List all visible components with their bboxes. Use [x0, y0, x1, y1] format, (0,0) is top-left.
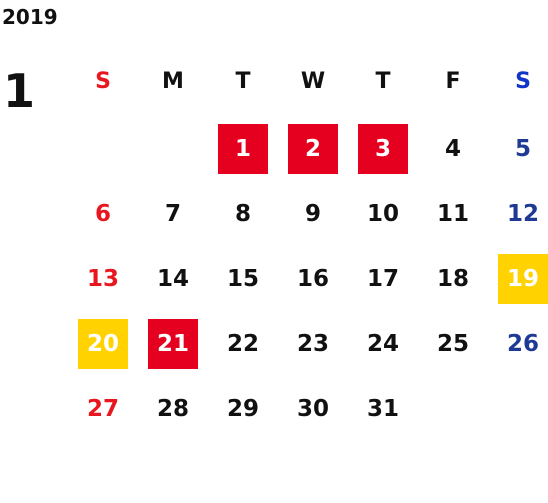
year-label: 2019 [2, 5, 58, 29]
day-cell: 8 [208, 181, 278, 246]
week-row: 13 14 15 16 17 18 19 [68, 246, 548, 311]
day-number: 28 [156, 395, 189, 422]
day-cell: 9 [278, 181, 348, 246]
day-number: 7 [164, 200, 181, 227]
day-cell: 25 [418, 311, 488, 376]
day-number: 26 [506, 330, 539, 357]
day-cell: 5 [488, 116, 548, 181]
weekday-header-monday: M [162, 68, 184, 94]
calendar-grid: S M T W T F S 1 2 3 4 5 6 7 8 [68, 46, 548, 441]
day-cell: 31 [348, 376, 418, 441]
day-cell: 29 [208, 376, 278, 441]
day-cell: 12 [488, 181, 548, 246]
day-number: 1 [218, 123, 268, 174]
day-number: 24 [366, 330, 399, 357]
day-cell: 30 [278, 376, 348, 441]
week-row: 6 7 8 9 10 11 12 [68, 181, 548, 246]
day-number: 21 [148, 318, 198, 369]
weekday-header-friday: F [445, 68, 461, 94]
weekday-header-wednesday: W [300, 68, 326, 94]
weekday-header-sunday: S [95, 68, 111, 94]
day-number: 17 [366, 265, 399, 292]
day-cell: 17 [348, 246, 418, 311]
day-number: 8 [234, 200, 251, 227]
day-cell: 1 [208, 116, 278, 181]
day-cell [488, 376, 548, 441]
day-cell: 20 [68, 311, 138, 376]
day-cell: 24 [348, 311, 418, 376]
day-cell: 23 [278, 311, 348, 376]
day-cell: 11 [418, 181, 488, 246]
day-cell: 19 [488, 246, 548, 311]
month-number: 1 [3, 64, 36, 118]
day-number: 12 [506, 200, 539, 227]
day-number: 2 [288, 123, 338, 174]
day-number [498, 384, 548, 434]
day-number: 10 [366, 200, 399, 227]
day-cell: 4 [418, 116, 488, 181]
week-row: 27 28 29 30 31 [68, 376, 548, 441]
weekday-header-thursday: T [375, 68, 391, 94]
day-number: 22 [226, 330, 259, 357]
day-cell: 16 [278, 246, 348, 311]
day-cell: 14 [138, 246, 208, 311]
day-cell: 6 [68, 181, 138, 246]
day-number: 3 [358, 123, 408, 174]
day-number: 25 [436, 330, 469, 357]
day-cell: 13 [68, 246, 138, 311]
day-number: 30 [296, 395, 329, 422]
day-number: 27 [86, 395, 119, 422]
day-number: 29 [226, 395, 259, 422]
day-cell: 18 [418, 246, 488, 311]
day-cell: 26 [488, 311, 548, 376]
day-number: 9 [304, 200, 321, 227]
day-number: 15 [226, 265, 259, 292]
day-number: 18 [436, 265, 469, 292]
day-cell [138, 116, 208, 181]
day-cell: 15 [208, 246, 278, 311]
day-number: 31 [366, 395, 399, 422]
day-cell: 28 [138, 376, 208, 441]
day-number: 23 [296, 330, 329, 357]
day-number [428, 384, 478, 434]
day-number: 4 [444, 135, 461, 162]
day-cell: 21 [138, 311, 208, 376]
day-cell: 3 [348, 116, 418, 181]
day-cell [418, 376, 488, 441]
day-cell: 27 [68, 376, 138, 441]
weekday-header-row: S M T W T F S [68, 46, 548, 116]
weekday-header-tuesday: T [235, 68, 251, 94]
day-number [148, 124, 198, 174]
day-number: 16 [296, 265, 329, 292]
day-cell: 22 [208, 311, 278, 376]
day-number: 20 [78, 318, 128, 369]
day-number: 13 [86, 265, 119, 292]
day-number: 19 [498, 253, 548, 304]
day-number [78, 124, 128, 174]
day-number: 5 [514, 135, 531, 162]
day-number: 14 [156, 265, 189, 292]
week-row: 20 21 22 23 24 25 26 [68, 311, 548, 376]
day-cell: 7 [138, 181, 208, 246]
day-cell: 10 [348, 181, 418, 246]
day-number: 11 [436, 200, 469, 227]
day-cell [68, 116, 138, 181]
day-cell: 2 [278, 116, 348, 181]
week-row: 1 2 3 4 5 [68, 116, 548, 181]
day-number: 6 [94, 200, 111, 227]
weekday-header-saturday: S [515, 68, 531, 94]
weeks-container: 1 2 3 4 5 6 7 8 9 10 11 12 13 14 15 16 [68, 116, 548, 441]
